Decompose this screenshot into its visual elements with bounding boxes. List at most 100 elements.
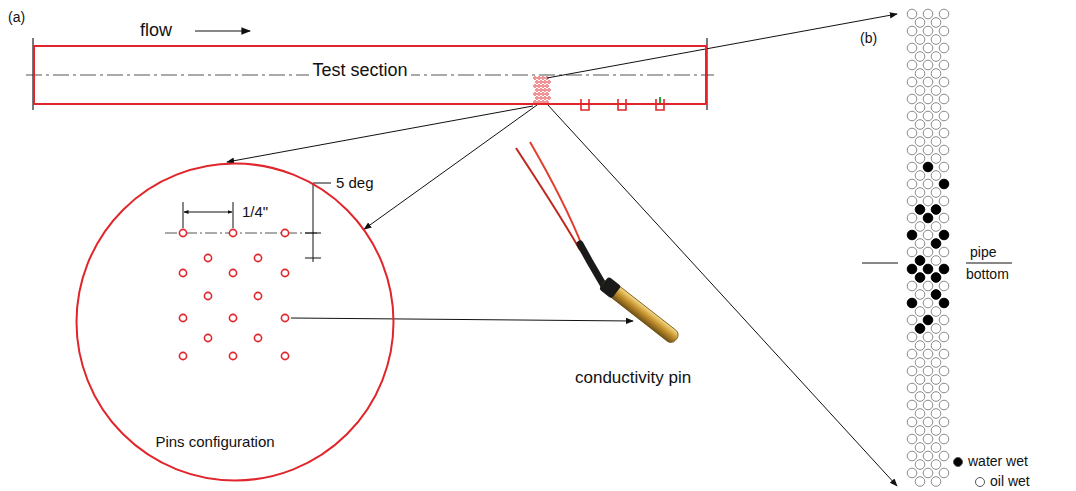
pin-dot	[534, 101, 537, 104]
pin-dot	[544, 89, 547, 92]
oil-wet-dot	[923, 281, 933, 291]
water-wet-dot	[915, 205, 925, 215]
brass-cylinder	[599, 277, 680, 345]
pin-dot	[534, 93, 537, 96]
oil-wet-dot	[923, 77, 933, 87]
oil-wet-dot	[939, 26, 949, 36]
oil-wet-dot	[939, 43, 949, 53]
pin-hole	[179, 314, 186, 321]
oil-wet-dot	[939, 434, 949, 444]
oil-wet-dot	[907, 417, 917, 427]
pin-hole	[229, 314, 236, 321]
oil-wet-dot	[931, 35, 941, 45]
oil-wet-dot	[939, 400, 949, 410]
oil-wet-dot	[923, 230, 933, 240]
oil-wet-dot	[907, 468, 917, 478]
oil-wet-dot	[923, 298, 933, 308]
oil-wet-dot	[915, 18, 925, 28]
oil-wet-dot	[915, 120, 925, 130]
pin-body	[599, 276, 681, 345]
pin-hole	[179, 269, 186, 276]
pin-dot	[536, 81, 539, 84]
pin-dot	[534, 77, 537, 80]
annotation-label: pipe	[970, 244, 996, 260]
water-wet-dot	[931, 290, 941, 300]
pin-dot	[536, 97, 539, 100]
oil-wet-dot	[939, 145, 949, 155]
oil-wet-dot	[915, 86, 925, 96]
legend-swatch	[953, 457, 963, 467]
node-label: Test section	[309, 60, 410, 81]
oil-wet-dot	[923, 60, 933, 70]
pin-dot	[542, 93, 545, 96]
oil-wet-dot	[939, 383, 949, 393]
oil-wet-dot	[923, 26, 933, 36]
pin-hole	[179, 352, 186, 359]
pin-dot	[538, 77, 541, 80]
legend-entry: water wet	[952, 453, 1062, 471]
pin-dot	[538, 93, 541, 96]
pin-dot	[542, 101, 545, 104]
oil-wet-dot	[907, 26, 917, 36]
test-section-box: Test section	[33, 45, 707, 105]
pin-dot	[538, 101, 541, 104]
oil-wet-dot	[907, 383, 917, 393]
zoom-circle: Pins configuration	[75, 162, 395, 482]
water-wet-dot	[907, 230, 917, 240]
oil-wet-dot	[939, 162, 949, 172]
water-wet-dot	[931, 273, 941, 283]
pin-dot	[542, 77, 545, 80]
oil-wet-dot	[907, 128, 917, 138]
pin-dot	[548, 89, 551, 92]
oil-wet-dot	[907, 247, 917, 257]
oil-wet-dot	[923, 400, 933, 410]
water-wet-dot	[923, 162, 933, 172]
legend-label: water wet	[968, 453, 1028, 469]
oil-wet-dot	[939, 366, 949, 376]
oil-wet-dot	[939, 349, 949, 359]
annotation-label: (a)	[8, 9, 25, 25]
pin-hole	[254, 334, 261, 341]
pin-dot	[538, 85, 541, 88]
oil-wet-dot	[907, 196, 917, 206]
water-wet-dot	[923, 315, 933, 325]
oil-wet-dot	[931, 52, 941, 62]
pin-dot	[534, 85, 537, 88]
annotation-label: bottom	[966, 266, 1009, 282]
pin-hole	[281, 229, 288, 236]
water-wet-dot	[931, 239, 941, 249]
oil-wet-dot	[923, 247, 933, 257]
pin-hole	[204, 292, 211, 299]
wetting-column	[907, 9, 949, 486]
pin-dot	[540, 81, 543, 84]
pin-hole	[204, 334, 211, 341]
oil-wet-dot	[915, 103, 925, 113]
pin-hole	[281, 314, 288, 321]
oil-wet-dot	[931, 18, 941, 28]
probe-symbol	[659, 97, 661, 104]
oil-wet-dot	[915, 426, 925, 436]
oil-wet-dot	[915, 137, 925, 147]
oil-wet-dot	[915, 358, 925, 368]
water-wet-dot	[931, 205, 941, 215]
oil-wet-dot	[939, 77, 949, 87]
oil-wet-dot	[907, 145, 917, 155]
oil-wet-dot	[939, 315, 949, 325]
water-wet-dot	[915, 256, 925, 266]
pin-hole	[229, 352, 236, 359]
oil-wet-dot	[931, 103, 941, 113]
oil-wet-dot	[915, 460, 925, 470]
oil-wet-dot	[939, 94, 949, 104]
pointer-arrow	[291, 318, 633, 321]
wire	[530, 142, 583, 248]
pin-cluster	[534, 77, 551, 104]
water-wet-dot	[939, 230, 949, 240]
pin-dot	[546, 85, 549, 88]
oil-wet-dot	[907, 111, 917, 121]
oil-wet-dot	[915, 171, 925, 181]
oil-wet-dot	[907, 213, 917, 223]
pin-hole	[281, 352, 288, 359]
oil-wet-dot	[931, 69, 941, 79]
